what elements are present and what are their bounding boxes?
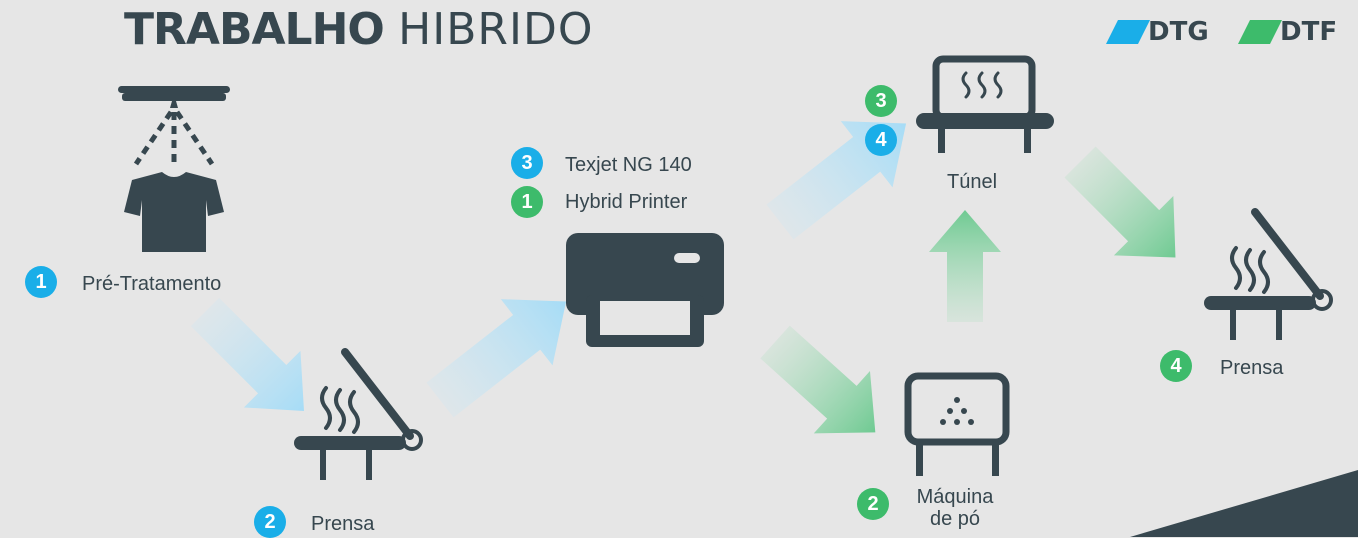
dtg-logo: DTG	[1104, 14, 1220, 48]
label-printer-line2: Hybrid Printer	[565, 191, 688, 213]
heat-press-right-icon	[1204, 208, 1333, 340]
arrow-powder-to-tunnel	[929, 210, 1001, 322]
dtg-logo-text: DTG	[1148, 17, 1209, 47]
printer-icon	[566, 233, 724, 347]
title-bold: TRABALHO	[124, 4, 385, 55]
arrow-press-to-printer	[426, 299, 567, 418]
title-light: HIBRIDO	[398, 4, 594, 55]
step-badge-tunnel-dtf: 3	[865, 85, 897, 117]
label-printer-line1: Texjet NG 140	[565, 154, 692, 176]
step-badge-powder: 2	[857, 488, 889, 520]
dtf-logo: DTF	[1236, 14, 1346, 48]
label-pretreat: Pré-Tratamento	[82, 273, 222, 295]
step-badge-printer-dtg: 3	[511, 147, 543, 179]
arrow-printer-to-tunnel	[766, 121, 907, 240]
step-badge-printer-dtf: 1	[511, 186, 543, 218]
dtf-logo-text: DTF	[1280, 17, 1338, 47]
step-badge-pretreat: 1	[25, 266, 57, 298]
powder-machine-icon	[904, 372, 1010, 476]
dtf-slant-icon	[1238, 20, 1282, 44]
step-badge-press-right: 4	[1160, 350, 1192, 382]
label-press-left: Prensa	[311, 513, 375, 535]
tunnel-dryer-icon	[916, 55, 1054, 153]
label-powder-line1: Máquina	[916, 486, 994, 508]
corner-decoration	[1130, 470, 1358, 537]
label-tunnel: Túnel	[946, 171, 998, 193]
arrow-pretreat-to-press	[190, 297, 304, 411]
spray-tshirt-icon	[118, 86, 230, 252]
step-badge-tunnel-dtg: 4	[865, 124, 897, 156]
dtg-slant-icon	[1106, 20, 1150, 44]
label-powder-line2: de pó	[929, 508, 981, 530]
arrow-printer-to-powder	[760, 325, 876, 434]
label-press-right: Prensa	[1220, 357, 1284, 379]
page-title: TRABALHO HIBRIDO	[124, 2, 593, 58]
step-badge-press-left: 2	[254, 506, 286, 538]
arrow-tunnel-to-press	[1064, 146, 1176, 258]
heat-press-left-icon	[294, 348, 423, 480]
